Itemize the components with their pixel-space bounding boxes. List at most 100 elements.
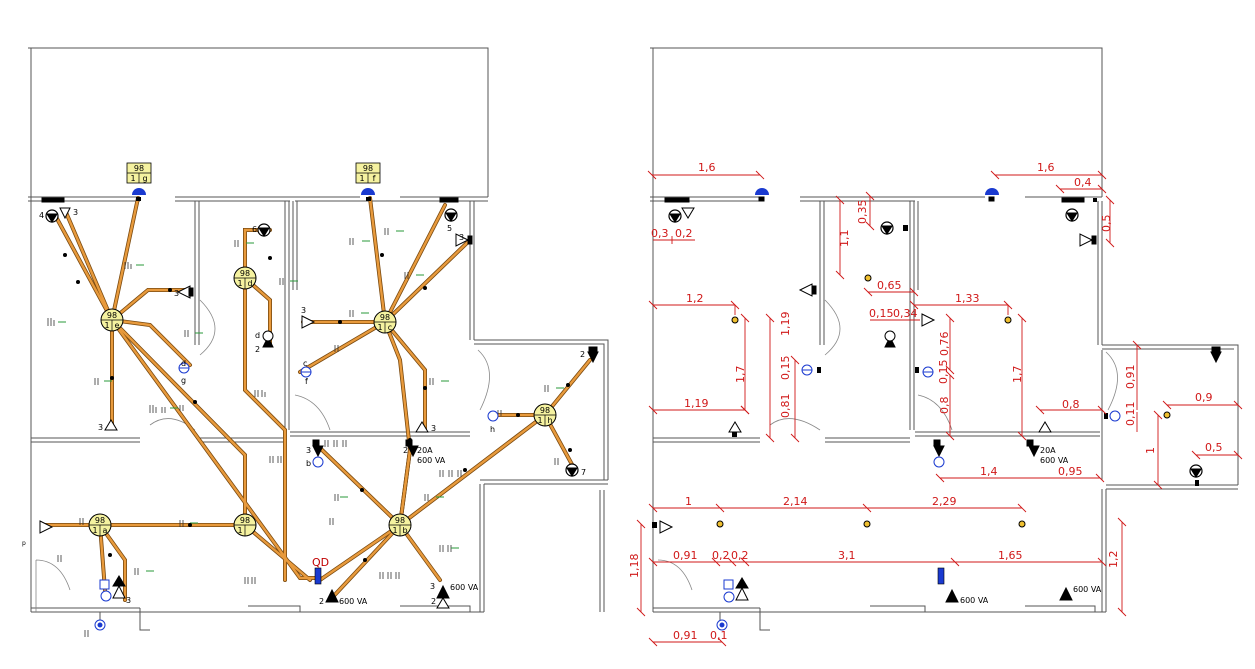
node-h-top: 98 xyxy=(540,406,550,415)
dim-32: 2,14 xyxy=(783,495,808,508)
circuit-tags: 98 1 g 98 1 f xyxy=(126,162,381,184)
node-a-top: 98 xyxy=(95,516,105,525)
label-3e: 3 xyxy=(98,423,103,432)
node-h-left: 1 xyxy=(537,416,542,425)
label-6: 6 xyxy=(252,225,257,234)
dim-11: 0,15 xyxy=(869,307,894,320)
label-5: 5 xyxy=(447,224,452,233)
node-e-right: e xyxy=(115,321,120,330)
dim-22: 0,81 xyxy=(779,394,792,419)
node-c-right: c xyxy=(388,323,392,332)
label-d2: d xyxy=(255,331,260,340)
node-e-top: 98 xyxy=(107,311,117,320)
dim-40: 1,2 xyxy=(1107,551,1120,569)
node-e-left: 1 xyxy=(104,321,109,330)
svg-text:QD: QD xyxy=(312,556,329,569)
dim-35: 0,91 xyxy=(673,549,698,562)
dim-15: 0,76 xyxy=(938,332,951,357)
load-20a-right: 20A xyxy=(1040,446,1056,455)
tag-f-left: 1 xyxy=(359,174,364,183)
dim-36: 0,2 xyxy=(712,549,730,562)
circuit-conduits xyxy=(43,196,592,602)
dim-37: 0,2 xyxy=(731,549,749,562)
label-2d: 2 xyxy=(319,597,324,606)
dim-5: 0,2 xyxy=(675,227,693,240)
label-c: c xyxy=(303,359,307,368)
load-20a-left: 20A xyxy=(417,446,433,455)
dim-33: 2,29 xyxy=(932,495,957,508)
label-3f: 3 xyxy=(431,424,436,433)
node-d-right: d xyxy=(247,279,252,288)
label-h: h xyxy=(490,425,495,434)
node-d-left: 1 xyxy=(237,279,242,288)
dim-24: 0,8 xyxy=(1062,398,1080,411)
label-p: p xyxy=(22,540,26,547)
label-3b: 3 xyxy=(459,233,464,242)
dim-41: 0,91 xyxy=(673,629,698,642)
node-c-left: 1 xyxy=(377,323,382,332)
dim-28: 0,5 xyxy=(1205,441,1223,454)
label-3g: 3 xyxy=(306,446,311,455)
left-plan-doors xyxy=(35,299,490,612)
dim-12: 0,34 xyxy=(893,307,918,320)
dim-14: 1,19 xyxy=(779,312,792,337)
dim-19: 0,15 xyxy=(779,356,792,381)
label-2a: 2 xyxy=(255,345,260,354)
dim-17: 0,15 xyxy=(937,360,950,385)
load-600va-1-left: 600 VA xyxy=(417,456,446,465)
dim-2: 1,6 xyxy=(1037,161,1055,174)
dim-34: 1,18 xyxy=(628,554,641,579)
dim-3: 0,4 xyxy=(1074,176,1092,189)
tag-g-top: 98 xyxy=(134,164,144,173)
dim-13: 1,33 xyxy=(955,292,980,305)
dim-39: 1,65 xyxy=(998,549,1023,562)
node-c-top: 98 xyxy=(380,313,390,322)
circuit-node-m: 981 xyxy=(233,513,257,537)
dim-8: 1,1 xyxy=(838,230,851,248)
node-a-right: a xyxy=(103,526,108,535)
node-m-top: 98 xyxy=(240,516,250,525)
node-b-left: 1 xyxy=(392,526,397,535)
load-600va-3-right: 600 VA xyxy=(1073,585,1102,594)
right-plan-walls xyxy=(650,47,1239,631)
left-plan-labels: 4 3 5 3 6 3 3 2 2 7 3 3 3 2 3 2 3 2 d g … xyxy=(22,208,586,606)
load-600va-1-right: 600 VA xyxy=(1040,456,1069,465)
label-d1: d xyxy=(181,359,186,368)
label-g: g xyxy=(181,376,186,385)
dim-31: 1 xyxy=(685,495,692,508)
load-600va-2-right: 600 VA xyxy=(960,596,989,605)
dim-25: 0,11 xyxy=(1124,402,1137,427)
dim-23: 0,8 xyxy=(938,397,951,415)
label-3d: 3 xyxy=(301,306,306,315)
right-plan-points xyxy=(716,274,1171,528)
dim-9: 0,65 xyxy=(877,279,902,292)
circuit-conduits-highlight xyxy=(43,196,592,602)
dim-20: 1,7 xyxy=(1011,366,1024,384)
tag-g-right: g xyxy=(142,174,147,183)
tag-f-right: f xyxy=(373,174,376,183)
node-b-top: 98 xyxy=(395,516,405,525)
dim-4: 0,3 xyxy=(651,227,669,240)
node-m-left: 1 xyxy=(237,526,242,535)
dim-18: 1,7 xyxy=(734,366,747,384)
label-2b: 2 xyxy=(580,350,585,359)
small-lamps-left xyxy=(94,362,499,631)
dim-7: 0,5 xyxy=(1100,215,1113,233)
label-3c: 3 xyxy=(174,289,179,298)
label-2e: 2 xyxy=(431,597,436,606)
wire-marks-color xyxy=(58,230,564,572)
dim-27: 1 xyxy=(1144,447,1157,454)
right-plan-load-labels: 20A 600 VA 600 VA 600 VA xyxy=(960,446,1102,605)
node-b-right: b xyxy=(402,526,407,535)
quadro-panel: QD xyxy=(312,556,329,585)
dimension-lines xyxy=(636,170,1243,647)
label-3i: 3 xyxy=(430,582,435,591)
dim-21: 1,19 xyxy=(684,397,709,410)
